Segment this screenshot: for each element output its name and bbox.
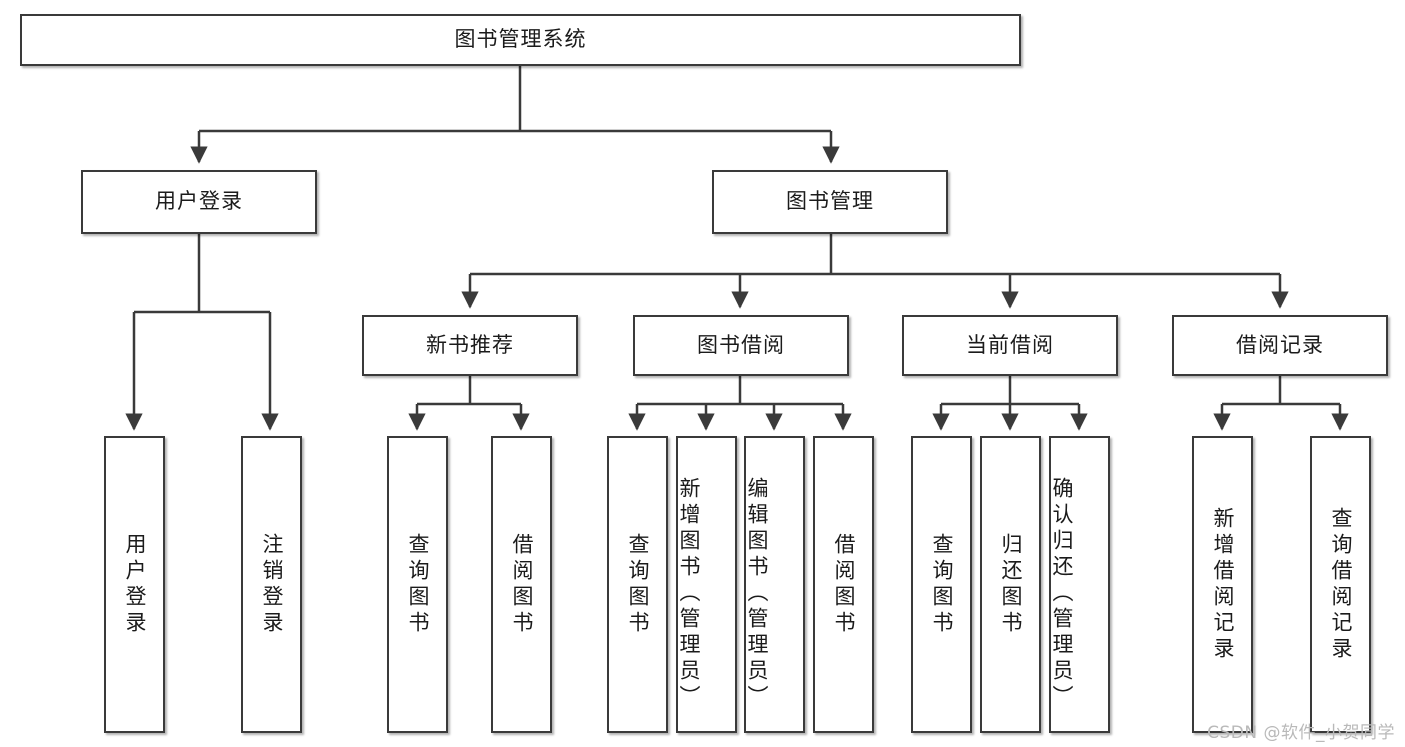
node-root[interactable]: 图书管理系统 [20, 14, 1021, 66]
node-borrow-record[interactable]: 借阅记录 [1172, 315, 1388, 376]
node-root-label: 图书管理系统 [454, 27, 587, 52]
node-user-login-label: 用户登录 [155, 189, 243, 214]
leaf-label: 编辑图书（管理员） [745, 476, 769, 711]
watermark-text: CSDN @软件_小贺同学 [1207, 723, 1395, 743]
node-current-borrow-label: 当前借阅 [966, 332, 1054, 357]
leaf-current-borrow-return[interactable]: 归还图书 [980, 436, 1041, 733]
node-borrow-record-label: 借阅记录 [1236, 332, 1324, 357]
leaf-label: 新增图书（管理员） [677, 476, 701, 711]
leaf-label: 确认归还（管理员） [1050, 476, 1074, 711]
leaf-current-borrow-query[interactable]: 查询图书 [911, 436, 972, 733]
node-book-borrow[interactable]: 图书借阅 [633, 315, 849, 376]
node-current-borrow[interactable]: 当前借阅 [902, 315, 1118, 376]
leaf-book-borrow-edit[interactable]: 编辑图书（管理员） [744, 436, 805, 733]
leaf-book-borrow-borrow[interactable]: 借阅图书 [813, 436, 874, 733]
node-new-book-recommend-label: 新书推荐 [426, 332, 514, 357]
leaf-label: 借阅图书 [510, 532, 534, 637]
leaf-new-book-query[interactable]: 查询图书 [387, 436, 448, 733]
leaf-label: 查询图书 [406, 532, 430, 637]
leaf-label: 新增借阅记录 [1211, 506, 1235, 663]
leaf-label: 注销登录 [260, 532, 284, 637]
leaf-borrow-record-add[interactable]: 新增借阅记录 [1192, 436, 1253, 733]
leaf-borrow-record-query[interactable]: 查询借阅记录 [1310, 436, 1371, 733]
leaf-user-login-login[interactable]: 用户登录 [104, 436, 165, 733]
leaf-book-borrow-add[interactable]: 新增图书（管理员） [676, 436, 737, 733]
leaf-book-borrow-query[interactable]: 查询图书 [607, 436, 668, 733]
node-book-management[interactable]: 图书管理 [712, 170, 948, 234]
leaf-label: 查询图书 [626, 532, 650, 637]
leaf-current-borrow-confirm[interactable]: 确认归还（管理员） [1049, 436, 1110, 733]
node-book-management-label: 图书管理 [786, 189, 874, 214]
node-book-borrow-label: 图书借阅 [697, 332, 785, 357]
node-new-book-recommend[interactable]: 新书推荐 [362, 315, 578, 376]
leaf-label: 归还图书 [999, 532, 1023, 637]
node-user-login[interactable]: 用户登录 [81, 170, 317, 234]
leaf-label: 借阅图书 [832, 532, 856, 637]
leaf-label: 查询图书 [930, 532, 954, 637]
leaf-label: 查询借阅记录 [1329, 506, 1353, 663]
leaf-user-login-logout[interactable]: 注销登录 [241, 436, 302, 733]
leaf-new-book-borrow[interactable]: 借阅图书 [491, 436, 552, 733]
leaf-label: 用户登录 [123, 532, 147, 637]
